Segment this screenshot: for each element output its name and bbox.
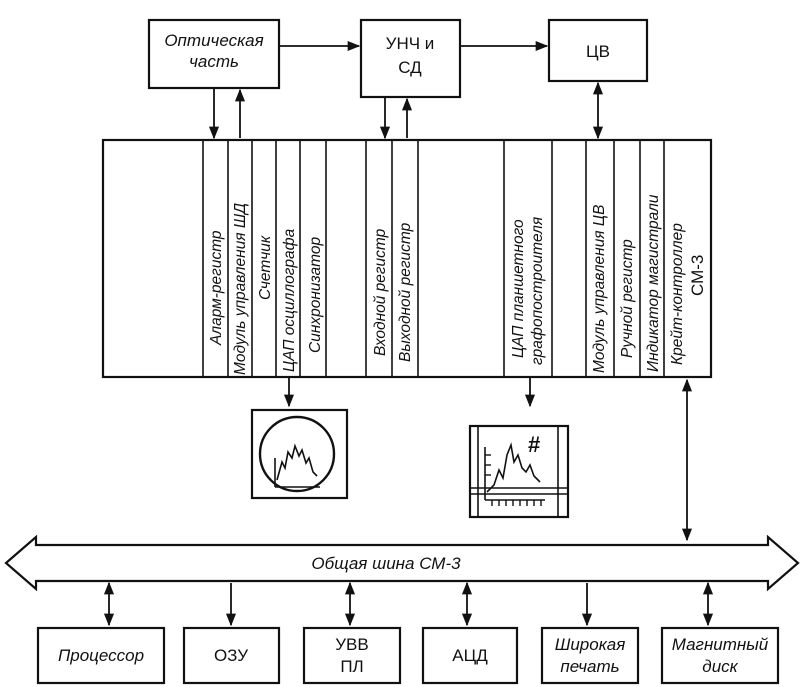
disk-label-line2: диск bbox=[702, 657, 738, 676]
module-alarm-register: Аларм-регистр bbox=[208, 230, 225, 346]
device-processor: Процессор bbox=[36, 626, 166, 685]
module-output-register: Выходной регистр bbox=[397, 222, 414, 362]
printer-label-line2: печать bbox=[560, 657, 619, 676]
plotter-pen-glyph: # bbox=[528, 432, 540, 457]
lf-amp-block: УНЧ и СД bbox=[359, 18, 462, 99]
module-oscilloscope-dac: ЦАП осциллографа bbox=[281, 228, 298, 372]
module-crate-controller-cm3: СМ-3 bbox=[688, 255, 707, 296]
lf-amp-label-line2: СД bbox=[398, 58, 422, 77]
device-disk: Магнитный диск bbox=[660, 626, 780, 685]
camac-crate: Аларм-регистр Модуль управления ШД Счетч… bbox=[101, 138, 713, 379]
module-input-register: Входной регистр bbox=[372, 228, 389, 356]
optical-part-block: Оптическая часть bbox=[147, 18, 281, 90]
adc-label: АЦД bbox=[452, 646, 488, 665]
module-counter: Счетчик bbox=[257, 235, 274, 300]
device-adc: АЦД bbox=[421, 626, 519, 685]
ram-label: ОЗУ bbox=[214, 646, 248, 665]
device-uvv: УВВ ПЛ bbox=[302, 626, 402, 685]
module-plotter-dac-line2: графопостроителя bbox=[529, 217, 546, 365]
common-bus: Общая шина СМ-3 bbox=[4, 534, 800, 592]
optical-label-line2: часть bbox=[189, 52, 239, 71]
processor-label: Процессор bbox=[58, 646, 144, 665]
digital-voltmeter-block: ЦВ bbox=[547, 18, 649, 83]
optical-label-line1: Оптическая bbox=[164, 31, 263, 50]
uvv-label-line1: УВВ bbox=[335, 635, 368, 654]
module-crate-controller: Крейт-контроллер bbox=[669, 223, 686, 365]
uvv-label-line2: ПЛ bbox=[340, 657, 363, 676]
digital-voltmeter-label: ЦВ bbox=[586, 42, 610, 61]
bus-label: Общая шина СМ-3 bbox=[311, 554, 461, 573]
module-synchronizer: Синхронизатор bbox=[307, 237, 324, 353]
plotter-icon: # bbox=[468, 424, 570, 519]
lf-amp-label-line1: УНЧ и bbox=[386, 34, 435, 53]
disk-label-line1: Магнитный bbox=[672, 635, 769, 654]
oscilloscope-icon bbox=[250, 408, 349, 500]
module-manual-register: Ручной регистр bbox=[619, 239, 636, 358]
module-stepper-control: Модуль управления ШД bbox=[232, 203, 249, 375]
module-voltmeter-control: Модуль управления ЦВ bbox=[591, 204, 608, 373]
device-ram: ОЗУ bbox=[182, 626, 281, 685]
printer-label-line1: Широкая bbox=[555, 635, 626, 654]
device-printer: Широкая печать bbox=[540, 626, 640, 685]
module-bus-indicator: Индикатор магистрали bbox=[645, 194, 662, 372]
module-plotter-dac-line1: ЦАП планшетного bbox=[510, 219, 527, 358]
